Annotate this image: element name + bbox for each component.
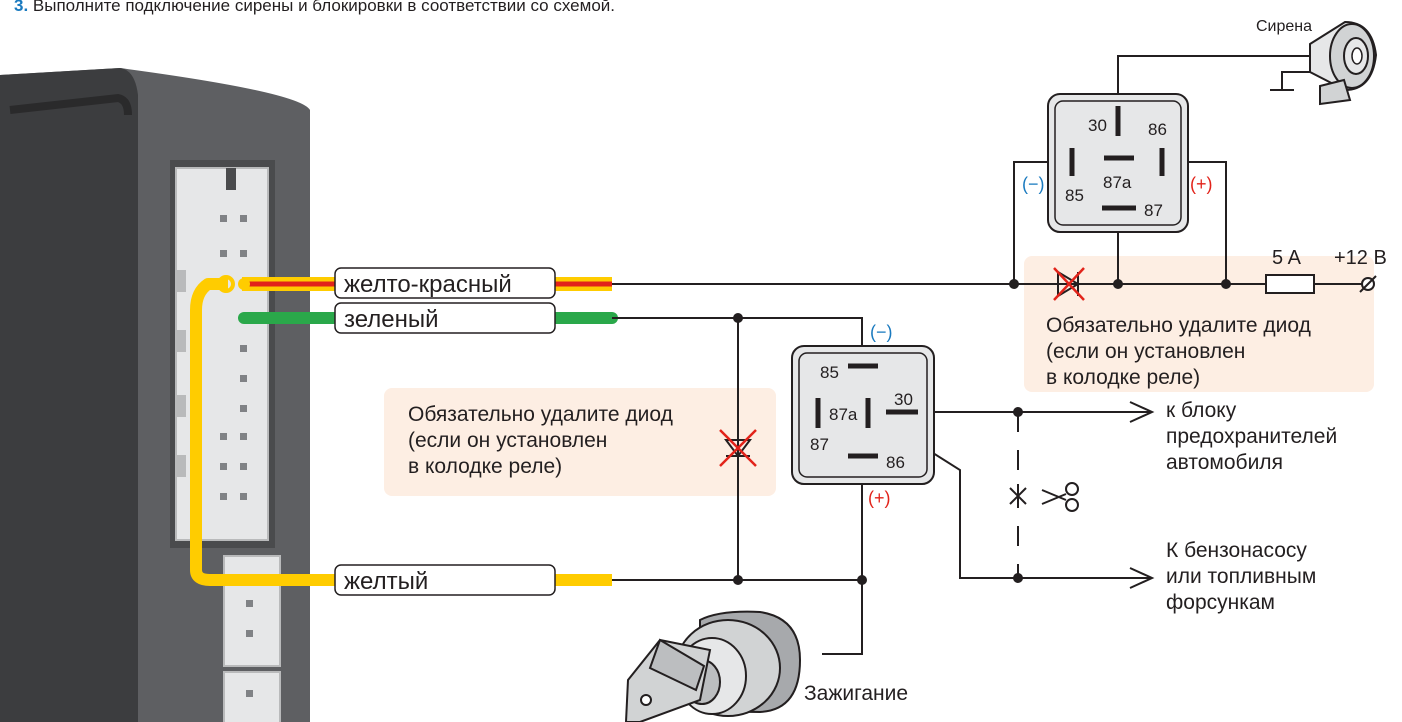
siren-relay-pin-86: 86 bbox=[1148, 120, 1167, 139]
block-relay-minus: (−) bbox=[870, 322, 893, 342]
wire-label-green: зеленый bbox=[344, 306, 439, 333]
siren-relay-plus: (+) bbox=[1190, 174, 1213, 194]
wire-label-yellow-red-box bbox=[334, 267, 556, 299]
destination-fuse-block-line-1: к блоку bbox=[1166, 399, 1237, 422]
fuse-icon bbox=[1265, 274, 1315, 294]
diode-right-icon bbox=[1053, 267, 1085, 301]
arrow-fuel-pump-icon bbox=[1129, 567, 1155, 589]
siren-relay-pin-87: 87 bbox=[1144, 201, 1163, 220]
destination-fuse-block-line-2: предохранителей bbox=[1166, 425, 1338, 448]
diode-note-left: Обязательно удалите диод (если он устано… bbox=[408, 402, 673, 480]
ignition-lock-icon bbox=[624, 610, 802, 722]
block-relay-plus: (+) bbox=[868, 488, 891, 508]
siren-relay-pin-85: 85 bbox=[1065, 186, 1084, 205]
diode-note-left-bg bbox=[384, 388, 776, 496]
destination-fuel-pump-line-1: К бензонасосу bbox=[1166, 539, 1307, 562]
wire-label-yellow-box bbox=[334, 564, 556, 596]
arrow-fuse-block-icon bbox=[1129, 401, 1155, 423]
siren-label: Сирена bbox=[1256, 18, 1312, 35]
destination-fuel-pump-line-3: форсункам bbox=[1166, 591, 1275, 614]
siren-relay-pin-87a: 87a bbox=[1103, 173, 1132, 192]
power-label: +12 В bbox=[1334, 247, 1387, 269]
ignition-label: Зажигание bbox=[804, 682, 908, 705]
block-relay-pin-30: 30 bbox=[894, 390, 913, 409]
alarm-unit bbox=[0, 68, 310, 722]
circuit-lines bbox=[612, 55, 1362, 655]
diode-left-icon bbox=[719, 429, 757, 467]
siren-icon bbox=[1309, 20, 1378, 106]
diode-note-left-line-3: в колодке реле) bbox=[408, 455, 563, 478]
destination-fuel-pump: К бензонасосу или топливным форсункам bbox=[1166, 538, 1316, 616]
wire-label-green-box bbox=[334, 302, 556, 334]
junction-dots bbox=[733, 279, 1231, 585]
block-relay-pin-87: 87 bbox=[810, 435, 829, 454]
destination-fuel-pump-line-2: или топливным bbox=[1166, 565, 1317, 588]
instruction-text: 3. Выполните подключение сирены и блокир… bbox=[14, 0, 615, 16]
block-relay bbox=[791, 345, 935, 485]
diode-note-left-line-2: (если он установлен bbox=[408, 429, 608, 452]
wire-label-yellow-red: желто-красный bbox=[344, 271, 512, 298]
fuse-label: 5 A bbox=[1272, 247, 1302, 269]
siren-relay bbox=[1047, 93, 1189, 233]
power-terminal-icon bbox=[1359, 275, 1377, 293]
diode-note-right: Обязательно удалите диод (если он устано… bbox=[1046, 313, 1311, 391]
diode-note-left-line-1: Обязательно удалите диод bbox=[408, 403, 673, 426]
scissors-icon bbox=[1009, 482, 1079, 512]
block-relay-pin-86: 86 bbox=[886, 453, 905, 472]
instruction-number: 3. bbox=[14, 0, 29, 15]
diode-note-right-bg bbox=[1024, 256, 1374, 392]
destination-fuse-block-line-3: автомобиля bbox=[1166, 451, 1283, 474]
instruction-body: Выполните подключение сирены и блокировк… bbox=[32, 0, 615, 15]
block-relay-pin-85: 85 bbox=[820, 363, 839, 382]
diode-note-right-line-3: в колодке реле) bbox=[1046, 366, 1201, 389]
destination-fuse-block: к блоку предохранителей автомобиля bbox=[1166, 398, 1337, 476]
wire-label-yellow: желтый bbox=[344, 568, 428, 595]
diode-note-right-line-1: Обязательно удалите диод bbox=[1046, 314, 1311, 337]
block-relay-pin-87a: 87a bbox=[829, 405, 858, 424]
siren-relay-pin-30: 30 bbox=[1088, 116, 1107, 135]
siren-relay-minus: (−) bbox=[1022, 174, 1045, 194]
diode-note-right-line-2: (если он установлен bbox=[1046, 340, 1246, 363]
